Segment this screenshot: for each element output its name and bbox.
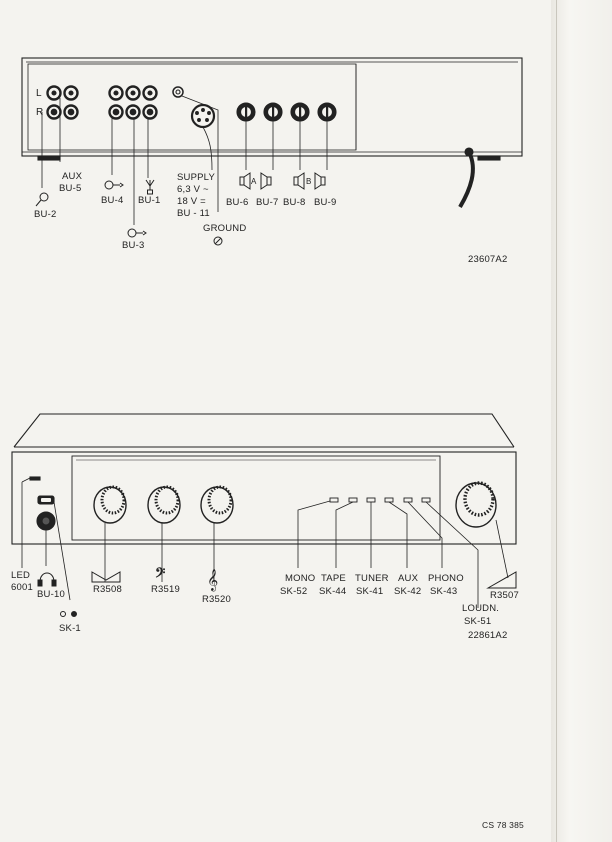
bu10-label: BU-10	[37, 589, 65, 600]
bu4-label: BU-4	[101, 195, 124, 206]
bu9-label: BU-9	[314, 197, 337, 208]
phono-label: PHONO	[428, 573, 464, 584]
adjacent-page-edge	[551, 0, 612, 842]
bu11-label: BU - 11	[177, 208, 210, 219]
bu7-label: BU-7	[256, 197, 279, 208]
channel-right-label: R	[36, 107, 44, 118]
aux-jacks	[46, 85, 79, 120]
front-leader-lines	[21, 477, 509, 608]
supply-ac-label: 6,3 V ~	[177, 184, 209, 195]
bu1-label: BU-1	[138, 195, 161, 206]
sk43-label: SK-43	[430, 586, 458, 597]
r3519-label: R3519	[151, 584, 180, 595]
tape-label: TAPE	[321, 573, 346, 584]
ground-terminal	[172, 86, 184, 98]
r3507-label: R3507	[490, 590, 519, 601]
r3520-label: R3520	[202, 594, 231, 605]
sk44-label: SK-44	[319, 586, 347, 597]
aux-selector-label: AUX	[398, 573, 419, 584]
volume-knob	[455, 481, 497, 528]
document-number: CS 78 385	[482, 820, 524, 830]
led-label: LED	[11, 570, 31, 581]
power-cable	[458, 147, 475, 209]
channel-left-label: L	[36, 88, 42, 99]
treble-knob	[200, 485, 234, 524]
input-jacks	[108, 85, 158, 120]
bu2-label: BU-2	[34, 209, 57, 220]
connector-symbols	[35, 172, 326, 246]
bass-clef-icon: 𝄢	[155, 565, 166, 584]
top-figure-ref: 23607A2	[468, 254, 508, 265]
page-fold-line	[556, 0, 557, 842]
bu6-label: BU-6	[226, 197, 249, 208]
sk41-label: SK-41	[356, 586, 384, 597]
led-number-label: 6001	[11, 582, 33, 593]
tuner-label: TUNER	[355, 573, 389, 584]
front-cabinet-outline	[11, 451, 517, 545]
rear-foot-right	[477, 155, 501, 161]
supply-label: SUPPLY	[177, 172, 215, 183]
front-top-lid	[13, 413, 515, 448]
sk42-label: SK-42	[394, 586, 422, 597]
aux-label: AUX	[62, 171, 83, 182]
bass-knob	[147, 485, 181, 524]
front-display-window	[71, 455, 441, 541]
selector-buttons	[329, 497, 431, 503]
speaker-sockets	[236, 102, 337, 122]
treble-clef-icon: 𝄞	[207, 569, 218, 592]
r3508-label: R3508	[93, 584, 122, 595]
speaker-group-a-label: A	[251, 177, 257, 186]
sk1-label: SK-1	[59, 623, 81, 634]
bu3-label: BU-3	[122, 240, 145, 251]
bottom-figure-ref: 22861A2	[468, 630, 508, 641]
speaker-group-b-label: B	[306, 177, 312, 186]
loudness-label: LOUDN.	[462, 603, 500, 614]
supply-dc-label: 18 V =	[177, 196, 206, 207]
mono-label: MONO	[285, 573, 316, 584]
rear-cabinet-outline	[21, 57, 523, 157]
balance-knob	[93, 485, 127, 524]
bu8-label: BU-8	[283, 197, 306, 208]
front-symbols	[37, 571, 517, 617]
ground-label: GROUND	[203, 223, 247, 234]
sk52-label: SK-52	[280, 586, 308, 597]
bu5-label: BU-5	[59, 183, 82, 194]
led-6001	[29, 476, 41, 481]
rear-leader-lines	[41, 95, 328, 225]
sk51-label: SK-51	[464, 616, 492, 627]
